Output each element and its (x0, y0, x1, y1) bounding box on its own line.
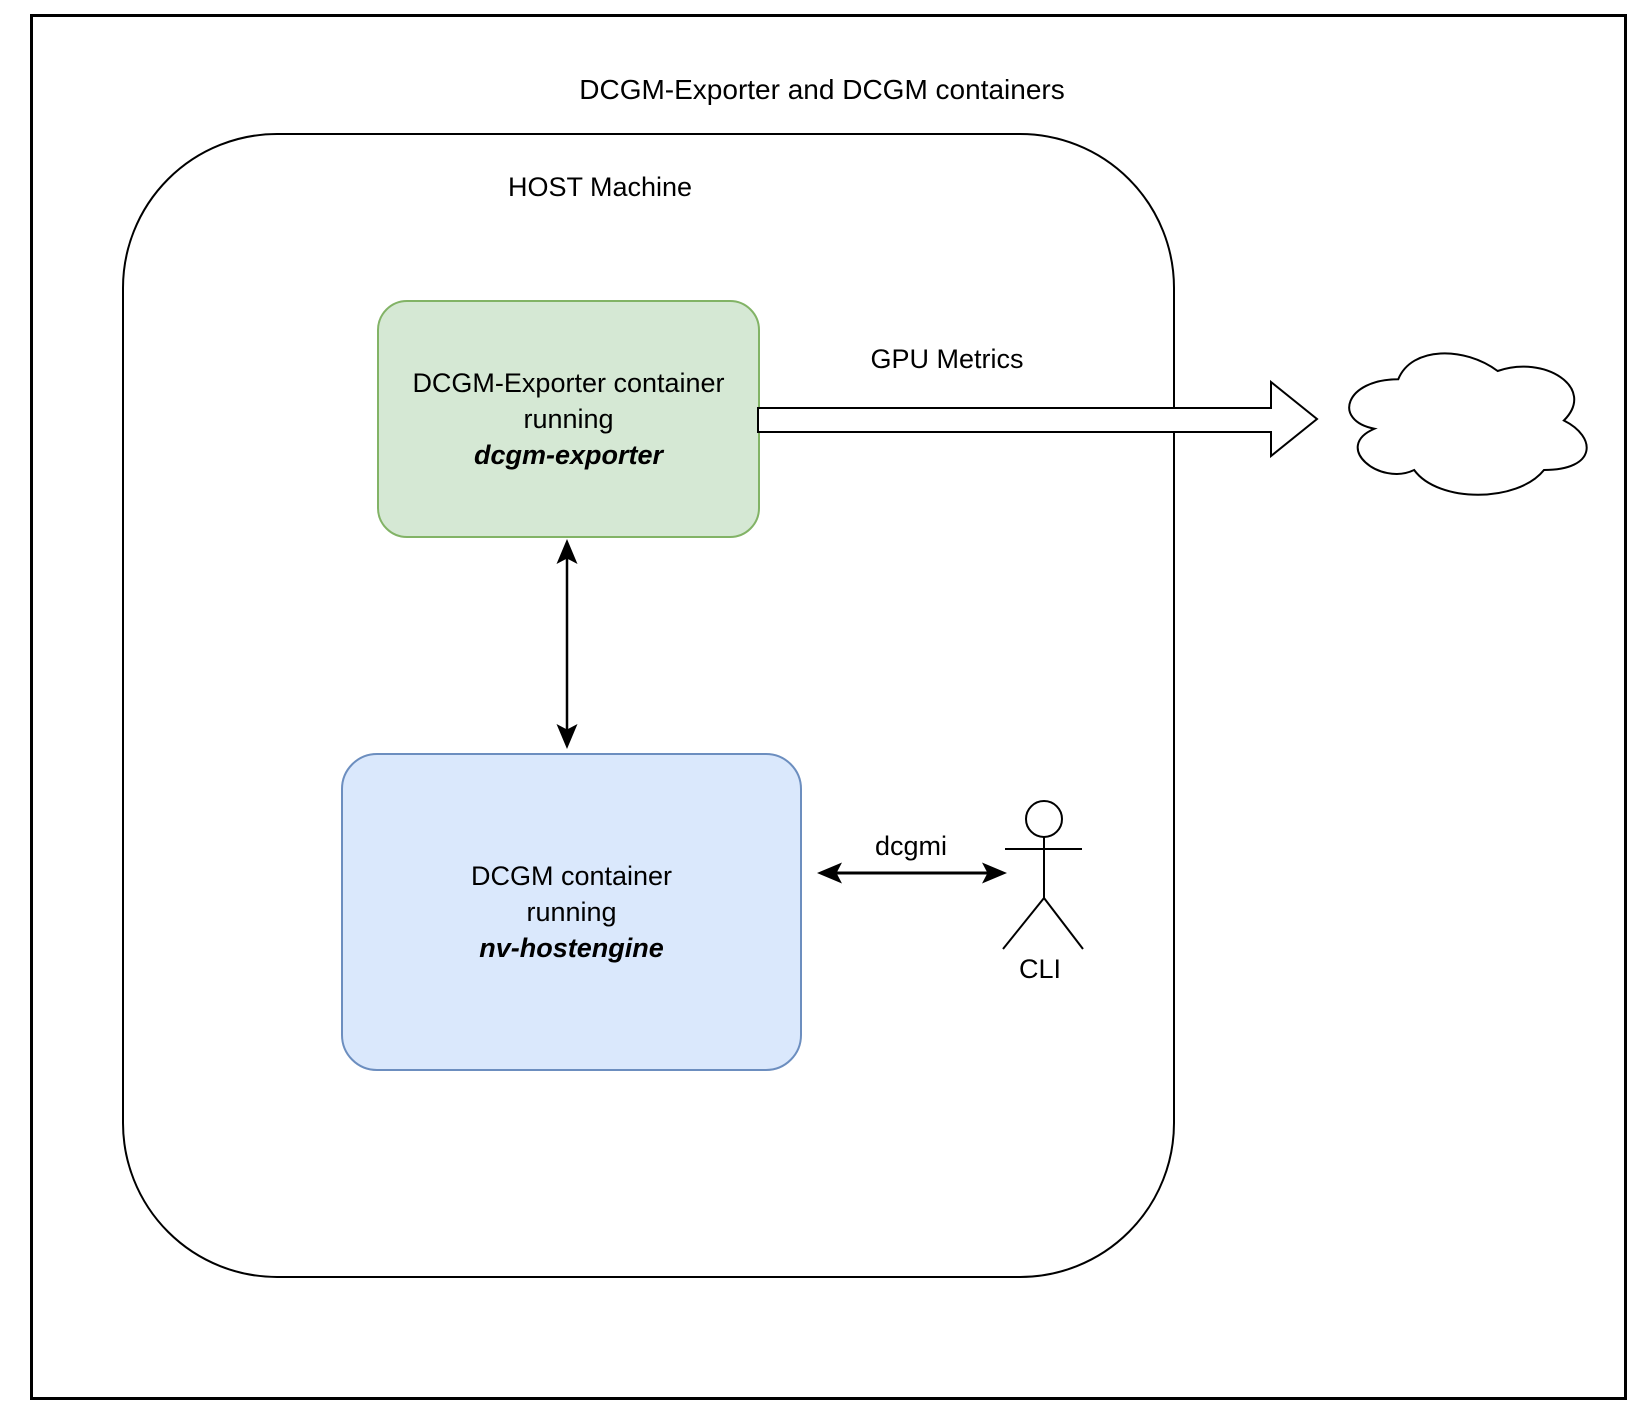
exporter-dcgm-bidirectional-arrow (556, 539, 578, 749)
dcgm-box-line1: DCGM container (470, 861, 673, 891)
actor-left-leg (1002, 897, 1045, 950)
arrowhead-left-icon (817, 862, 842, 884)
actor-head (1025, 800, 1063, 838)
dcgm-exporter-container-box: DCGM-Exporter container running dcgm-exp… (377, 300, 760, 538)
actor-right-leg (1043, 897, 1084, 950)
dcgm-box-line2: running (526, 897, 617, 927)
cloud-icon (1348, 352, 1588, 496)
arrowhead-up-icon (556, 539, 578, 564)
host-machine-box (122, 133, 1175, 1278)
arrowhead-down-icon (556, 724, 578, 749)
diagram-border (30, 14, 1627, 1400)
host-machine-label: HOST Machine (507, 172, 693, 202)
arrowhead-right-icon (982, 862, 1007, 884)
exporter-box-line1: DCGM-Exporter container (412, 368, 725, 398)
dcgm-box-process-name: nv-hostengine (479, 933, 664, 963)
dcgm-container-box: DCGM container running nv-hostengine (341, 753, 802, 1071)
cli-actor-icon (1002, 800, 1084, 950)
exporter-box-line2: running (523, 404, 614, 434)
cloud-outline (1348, 352, 1588, 496)
exporter-box-process-name: dcgm-exporter (473, 440, 664, 470)
dcgmi-bidirectional-arrow (817, 862, 1007, 884)
gpu-metrics-block-arrow (757, 379, 1319, 459)
gpu-metrics-label: GPU Metrics (870, 344, 1024, 374)
cli-label: CLI (1018, 954, 1062, 984)
dcgmi-label: dcgmi (874, 831, 948, 861)
diagram-title: DCGM-Exporter and DCGM containers (579, 74, 1065, 105)
